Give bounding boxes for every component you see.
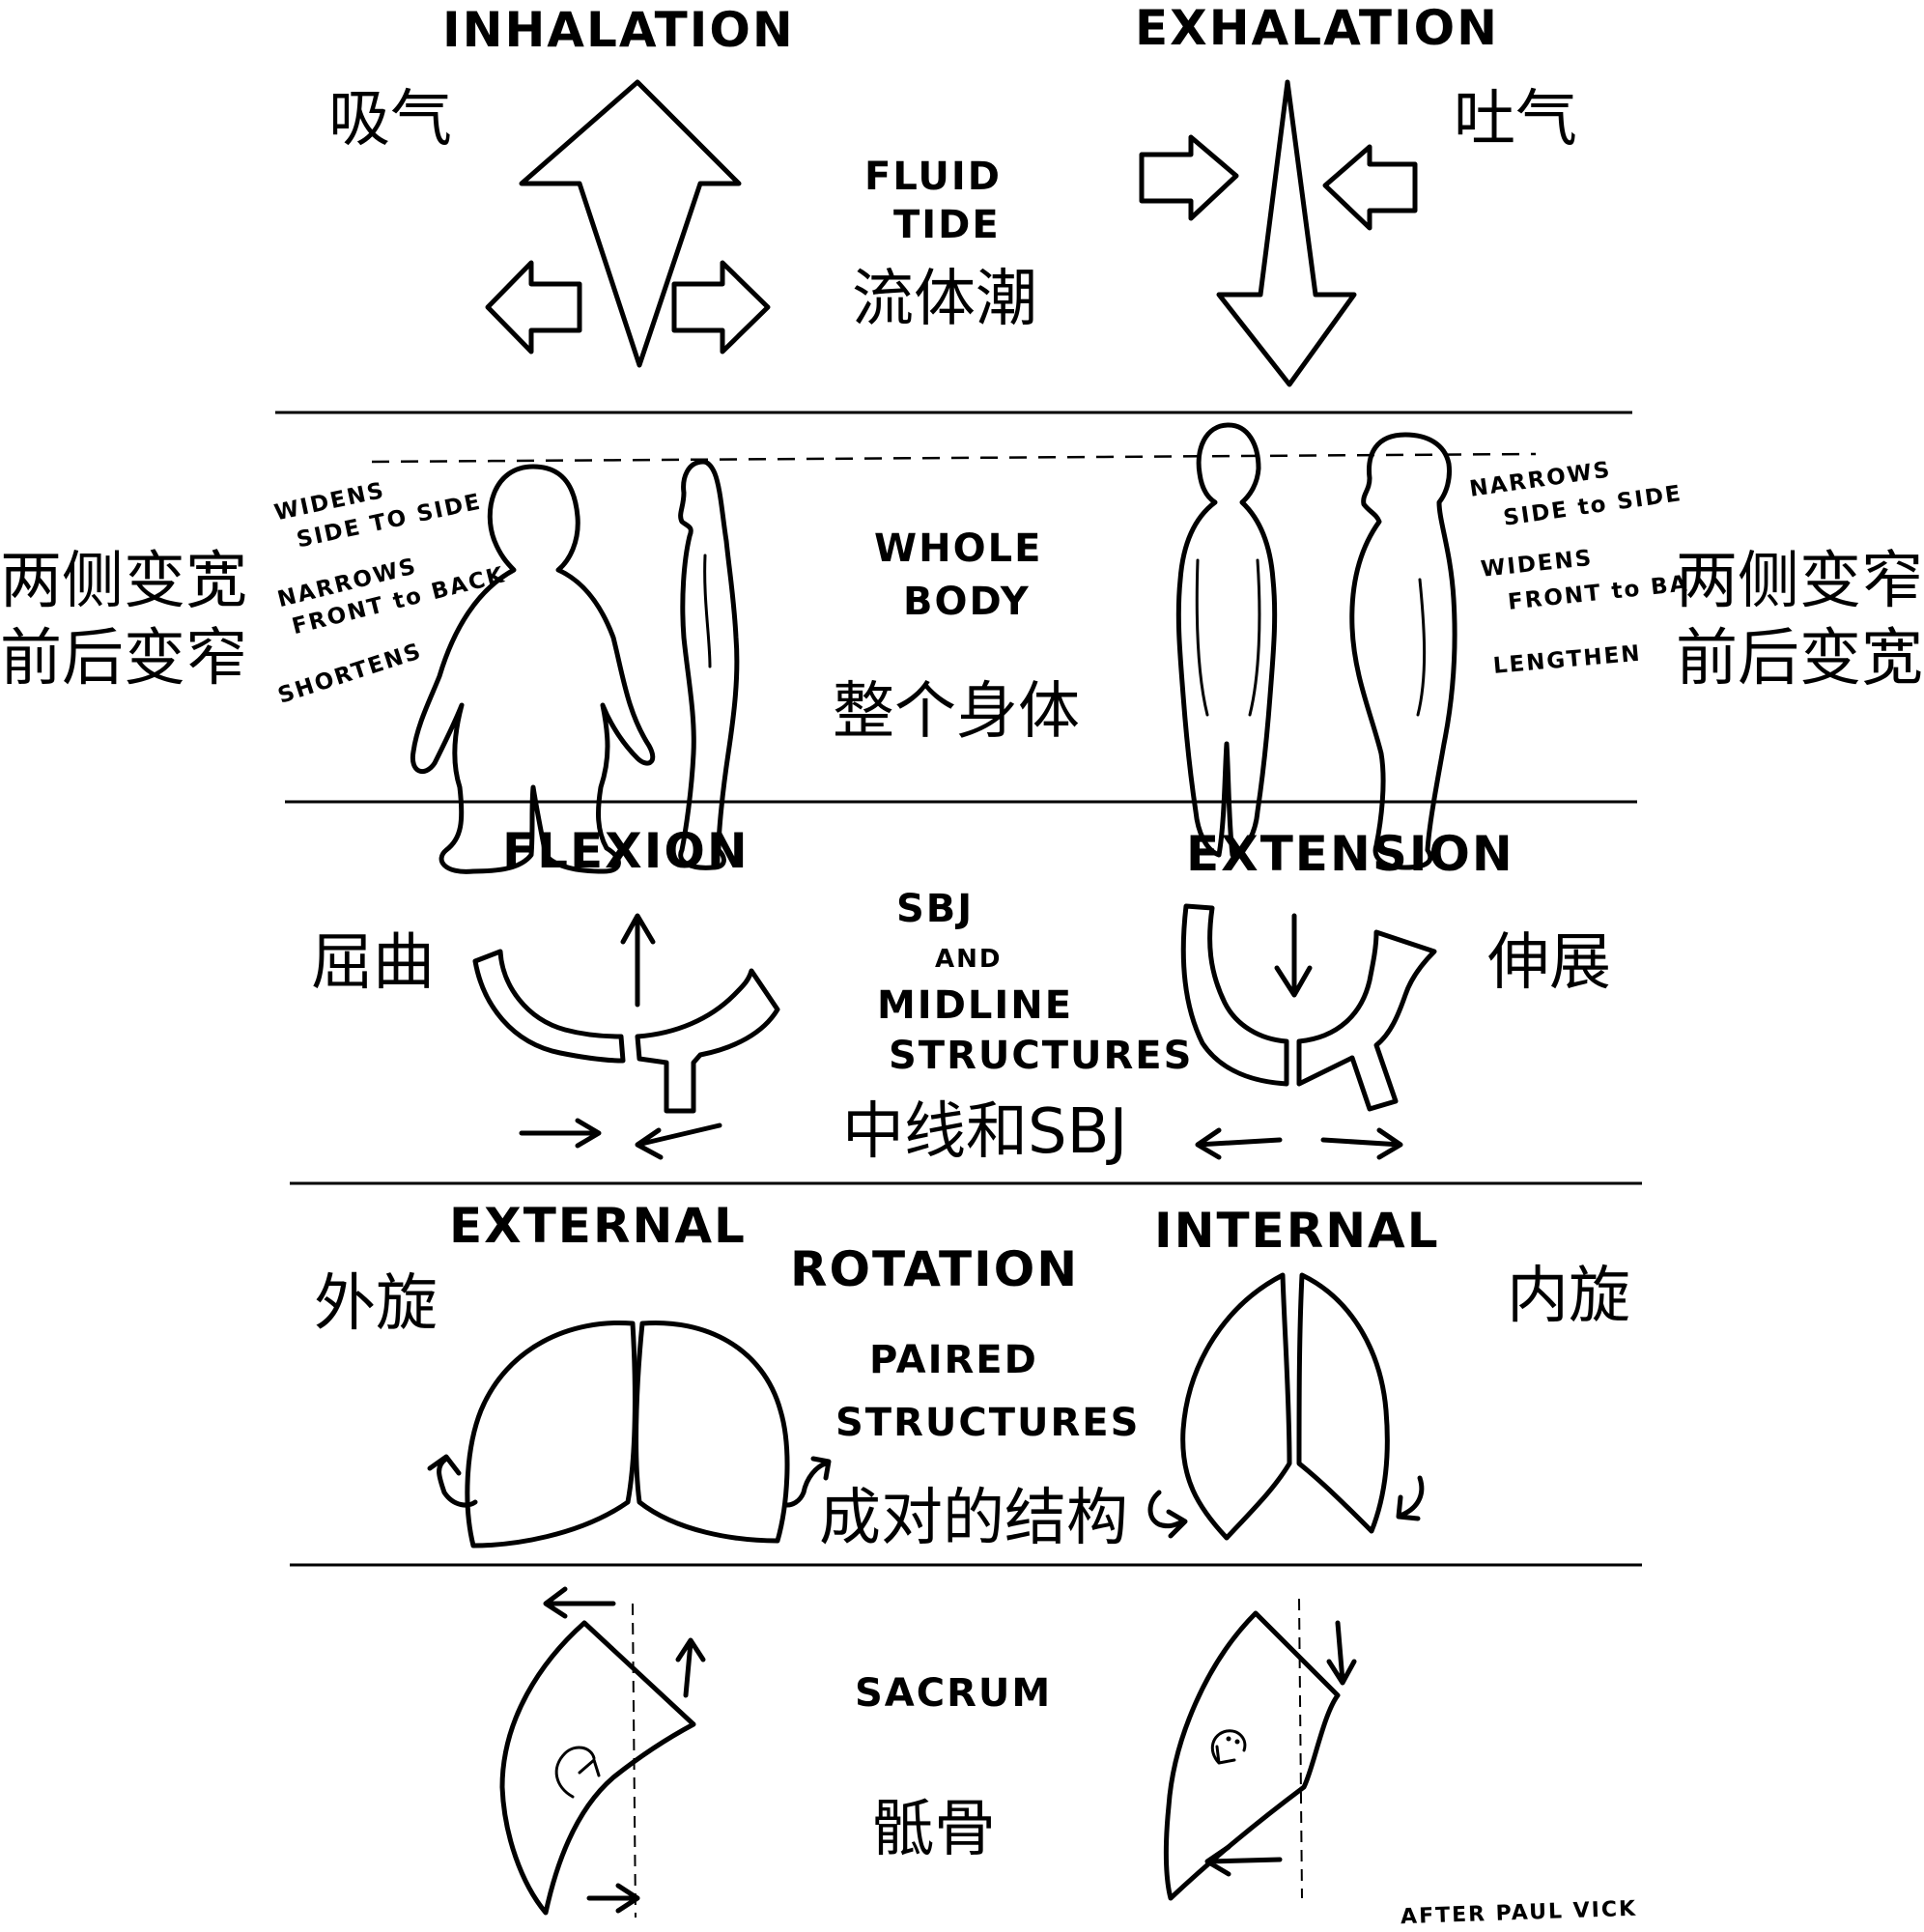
right-cn-line2: 前后变宽	[1676, 623, 1923, 695]
sbj-title-line3: MIDLINE	[877, 983, 1074, 1028]
sacrum-left-axis	[632, 1603, 637, 1918]
left-cn-line2: 前后变窄	[0, 623, 247, 695]
body-figure-thin-side	[678, 459, 740, 870]
whole-body-cn-label: 整个身体	[833, 676, 1080, 748]
rotation-cn-label: 成对的结构	[819, 1483, 1128, 1554]
inhalation-cn-label: 吸气	[328, 84, 452, 156]
extension-down-arrow	[1274, 913, 1313, 998]
extension-label: EXTENSION	[1186, 826, 1514, 882]
body-figure-wide-front	[410, 464, 656, 874]
side-arm-line	[703, 554, 712, 668]
inhalation-left-arrow	[485, 260, 582, 355]
sacrum-left-rotation-icon	[554, 1746, 601, 1799]
paired-title-line1: PAIRED	[869, 1338, 1038, 1382]
flexion-cn-label: 屈曲	[311, 927, 435, 999]
sacrum-right-dot	[1234, 1739, 1240, 1745]
body-figure-wide-side	[1349, 432, 1457, 870]
side-arm-wide-line	[1416, 578, 1427, 717]
body-figure-tall-front	[1175, 422, 1278, 858]
paired-title-line2: STRUCTURES	[835, 1401, 1141, 1445]
sbj-title-line4: STRUCTURES	[889, 1034, 1194, 1078]
front-arm-right-line	[1248, 558, 1261, 717]
external-label: EXTERNAL	[449, 1198, 747, 1254]
external-right-rotation-arrow	[784, 1456, 832, 1508]
exhalation-down-arrow	[1216, 79, 1357, 387]
sacrum-left-shape	[499, 1620, 696, 1916]
sacrum-right-shape	[1163, 1610, 1341, 1901]
fluid-tide-title-line2: TIDE	[893, 203, 1001, 247]
flexion-left-arrow	[635, 1122, 722, 1160]
extension-left-arrow	[1195, 1127, 1283, 1160]
exhalation-cn-label: 吐气	[1454, 84, 1577, 156]
internal-label: INTERNAL	[1154, 1203, 1440, 1259]
exhalation-label: EXHALATION	[1135, 0, 1499, 56]
whole-body-title-line2: BODY	[903, 580, 1031, 624]
internal-right-rotation-arrow	[1396, 1475, 1425, 1521]
right-cn-line1: 两侧变窄	[1676, 546, 1923, 617]
sacrum-cn-label: 骶骨	[872, 1794, 996, 1865]
inhalation-up-arrow	[519, 79, 742, 368]
flexion-up-arrow	[620, 913, 656, 1008]
exhalation-left-arrow	[1139, 134, 1239, 221]
front-arm-left-line	[1195, 558, 1209, 717]
internal-cn-label: 内旋	[1507, 1261, 1630, 1332]
extension-left-segment	[1180, 903, 1289, 1087]
rotation-title: ROTATION	[790, 1241, 1080, 1297]
external-right-lobe	[634, 1320, 790, 1544]
sacrum-left-up-arrow	[675, 1637, 706, 1698]
sbj-title-line1: SBJ	[896, 887, 975, 931]
flexion-right-arrow	[519, 1118, 602, 1149]
whole-body-title-line1: WHOLE	[874, 526, 1043, 571]
internal-left-rotation-arrow	[1147, 1490, 1188, 1539]
extension-right-segment	[1296, 929, 1437, 1112]
flexion-label: FLEXION	[502, 823, 750, 879]
extension-right-arrow	[1320, 1127, 1403, 1160]
inhalation-label: INHALATION	[442, 2, 795, 58]
external-left-lobe	[465, 1320, 637, 1548]
flexion-left-segment	[472, 949, 626, 1064]
exhalation-right-arrow	[1322, 144, 1418, 231]
external-left-rotation-arrow	[427, 1454, 478, 1508]
inhalation-right-arrow	[671, 260, 771, 355]
height-reference-dashed-line	[371, 452, 1537, 464]
fluid-tide-cn-label: 流体潮	[852, 264, 1037, 335]
flexion-right-segment	[635, 968, 780, 1114]
left-cn-line1: 两侧变宽	[0, 546, 247, 617]
sacrum-right-dot	[1226, 1736, 1231, 1742]
sacrum-right-rotation-icon	[1210, 1729, 1247, 1765]
midline-cn-label: 中线和SBJ	[842, 1096, 1128, 1168]
sacrum-right-bottom-arrow	[1204, 1844, 1283, 1877]
sbj-title-line2: AND	[935, 945, 1003, 974]
sacrum-left-top-arrow	[543, 1586, 616, 1619]
sacrum-title: SACRUM	[855, 1671, 1053, 1716]
internal-left-lobe	[1180, 1272, 1292, 1541]
extension-cn-label: 伸展	[1487, 927, 1611, 999]
internal-right-lobe	[1296, 1272, 1390, 1534]
fluid-tide-title-line1: FLUID	[864, 155, 1002, 199]
sacrum-right-axis	[1298, 1598, 1303, 1899]
sacrum-left-bottom-arrow	[586, 1883, 640, 1914]
sacrum-right-down-arrow	[1326, 1620, 1357, 1686]
external-cn-label: 外旋	[314, 1268, 438, 1340]
